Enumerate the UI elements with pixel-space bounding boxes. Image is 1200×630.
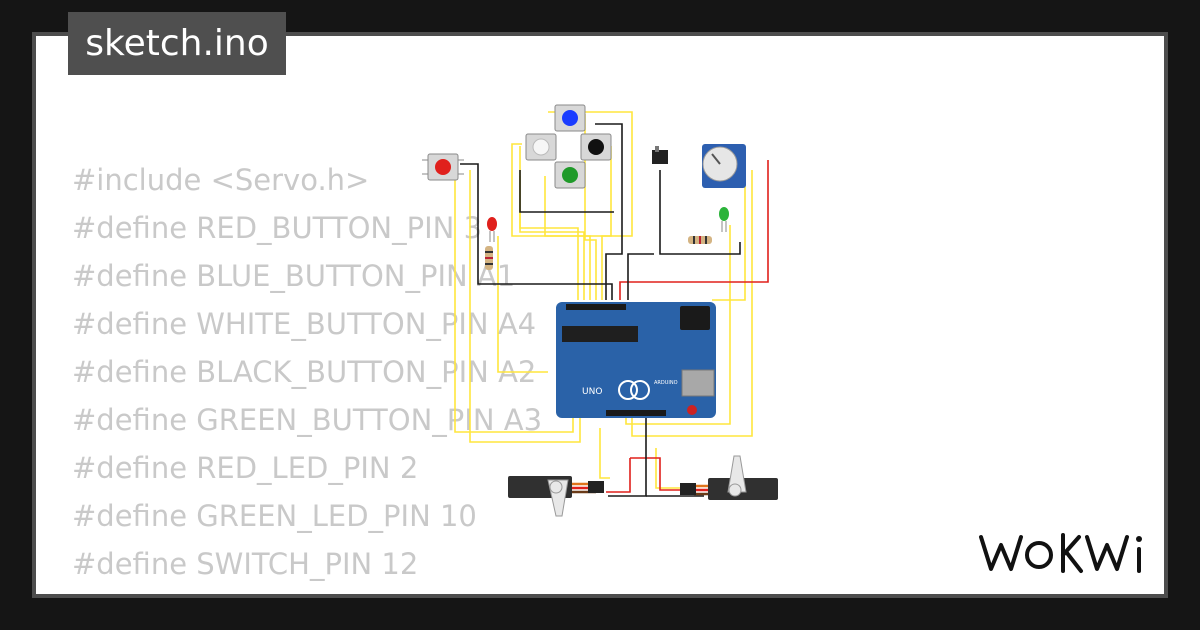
green-led: [719, 207, 729, 232]
wires: [454, 111, 769, 497]
servo-right: [680, 455, 778, 500]
red-led: [487, 217, 497, 242]
code-line: #define BLUE_BUTTON_PIN A1: [72, 259, 516, 293]
arduino-uno-board: UNO ARDUINO: [556, 302, 716, 418]
board-brand-label: ARDUINO: [654, 380, 678, 386]
wokwi-logo: [979, 533, 1142, 573]
slide-switch: [652, 146, 668, 164]
code-line: #define RED_LED_PIN 2: [72, 451, 419, 485]
resistor-vertical: [485, 246, 493, 270]
potentiometer: [702, 144, 746, 188]
code-line: #define WHITE_BUTTON_PIN A4: [72, 307, 537, 341]
servo-left: [508, 476, 604, 517]
board-model-label: UNO: [582, 387, 602, 397]
black-button: [580, 133, 612, 161]
code-line: #include <Servo.h>: [72, 163, 370, 197]
code-line: #define GREEN_LED_PIN 10: [72, 499, 477, 533]
preview-card: #include <Servo.h> #define RED_BUTTON_PIN…: [32, 32, 1168, 598]
code-line: #define GREEN_BUTTON_PIN A3: [72, 403, 543, 437]
red-button: [422, 153, 464, 181]
green-button: [554, 161, 586, 189]
blue-button: [554, 104, 586, 132]
resistor-horizontal: [688, 236, 712, 244]
white-button: [525, 133, 557, 161]
code-line: #define SWITCH_PIN 12: [72, 547, 419, 581]
sketch-filename-tab: sketch.ino: [68, 12, 286, 75]
code-line: #define BLACK_BUTTON_PIN A2: [72, 355, 537, 389]
code-line: #define RED_BUTTON_PIN 3: [72, 211, 483, 245]
code-preview: #include <Servo.h> #define RED_BUTTON_PIN…: [72, 156, 543, 594]
